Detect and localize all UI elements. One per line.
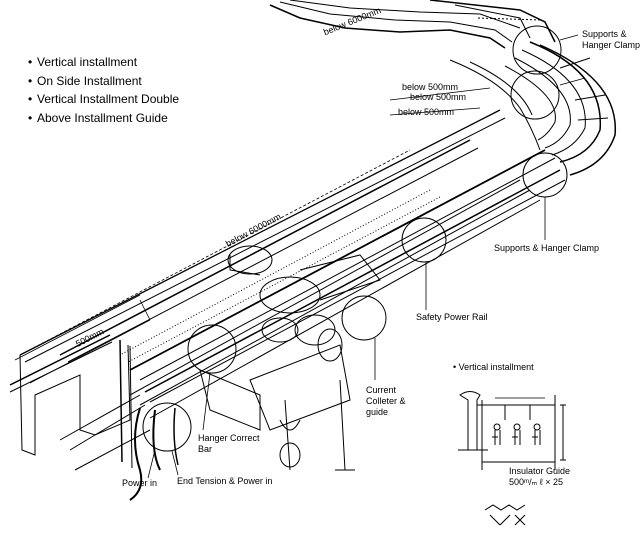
list-item-label: Vertical Installment Double: [37, 92, 180, 106]
collector-assembly: [199, 245, 381, 471]
hanger-clamp-label: Hanger Clamp: [582, 40, 641, 50]
dim-below-500-c: below 500mm: [398, 107, 455, 117]
list-item-label: Above Installment Guide: [37, 110, 168, 125]
power-in-label: Power in: [122, 478, 158, 488]
list-item: •On Side Installment: [28, 73, 142, 88]
list-item-label: Vertical installment: [37, 55, 138, 69]
detail-drawing: [458, 391, 566, 526]
installment-list: •Vertical installment •On Side Installme…: [28, 53, 179, 127]
supports-label: Supports &: [582, 29, 627, 39]
insulator-spec-label: 500ᵐ/ₘ ℓ × 25: [509, 477, 563, 487]
insulator-guide-label: Insulator Guide: [509, 466, 571, 476]
list-item-label: On Side Installment: [37, 73, 142, 88]
list-item: •Vertical Installment Double: [28, 92, 180, 106]
detail-title: • Vertical installment: [453, 362, 534, 372]
dim-below-500-a: below 500mm: [402, 82, 459, 92]
power-cable: [129, 407, 179, 501]
current-collector-label-3: guide: [366, 407, 389, 417]
end-tension-label: End Tension & Power in: [177, 476, 273, 486]
current-collector-label-1: Current: [366, 385, 397, 395]
leader-lines: [14, 34, 586, 479]
list-item: •Above Installment Guide: [28, 110, 168, 125]
current-collector-label-2: Colleter &: [366, 396, 406, 406]
supports-hanger-clamp-label: Supports & Hanger Clamp: [494, 243, 600, 253]
curved-rail: [449, 41, 616, 176]
callout-circles: [142, 25, 568, 452]
hanger-correct-label-2: Bar: [198, 444, 213, 454]
upper-beam: [269, 0, 556, 49]
list-item: •Vertical installment: [28, 55, 138, 69]
safety-power-rail-label: Safety Power Rail: [416, 312, 488, 322]
dim-below-500-b: below 500mm: [410, 92, 467, 102]
straight-rail: [19, 109, 566, 419]
hanger-correct-label-1: Hanger Correct: [198, 433, 260, 443]
